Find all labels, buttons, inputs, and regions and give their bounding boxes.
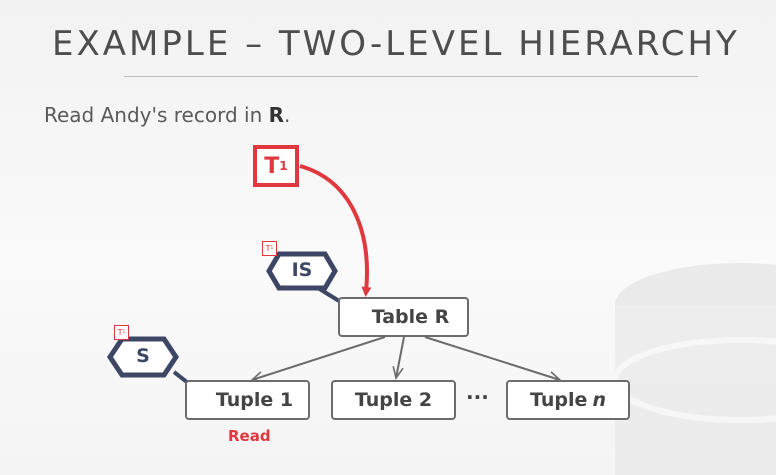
holder-subscript: 1 xyxy=(122,330,126,335)
subtitle: Read Andy's record in R. xyxy=(44,103,290,127)
t1-to-table-arrow xyxy=(299,164,372,297)
transaction-subscript: 1 xyxy=(279,159,288,173)
tuple-2-node: Tuple 2 xyxy=(331,380,456,420)
title-divider xyxy=(124,76,698,77)
tuple-n-prefix: Tuple xyxy=(530,389,588,411)
table-r-label: Table R xyxy=(371,306,450,328)
subtitle-relation: R xyxy=(268,103,285,127)
subtitle-suffix: . xyxy=(284,103,291,127)
edge-table-tuplen xyxy=(424,336,562,383)
table-r-node: Table R xyxy=(338,297,469,337)
edge-table-tuple1 xyxy=(250,336,386,383)
tuple-1-node: Tuple 1 xyxy=(185,380,310,420)
ellipsis: ··· xyxy=(466,385,489,409)
database-watermark xyxy=(612,263,776,475)
holder-label: T xyxy=(265,244,271,253)
page-title: EXAMPLE – TWO-LEVEL HIERARCHY xyxy=(52,24,740,64)
tuple-2-label: Tuple 2 xyxy=(354,389,433,411)
holder-subscript: 1 xyxy=(270,246,274,251)
s-lock-mode: S xyxy=(136,345,150,367)
holder-label: T xyxy=(117,328,123,337)
s-lock-hexagon xyxy=(106,336,180,378)
transaction-label: T xyxy=(264,153,280,179)
subtitle-prefix: Read Andy's record in xyxy=(44,103,269,127)
tuple-n-variable: n xyxy=(592,389,606,411)
is-lock-mode: IS xyxy=(291,259,313,281)
read-action-label: Read xyxy=(228,427,271,445)
tuple-1-label: Tuple 1 xyxy=(215,389,294,411)
edge-table-tuple2 xyxy=(392,336,405,380)
is-lock-hexagon xyxy=(266,251,338,291)
